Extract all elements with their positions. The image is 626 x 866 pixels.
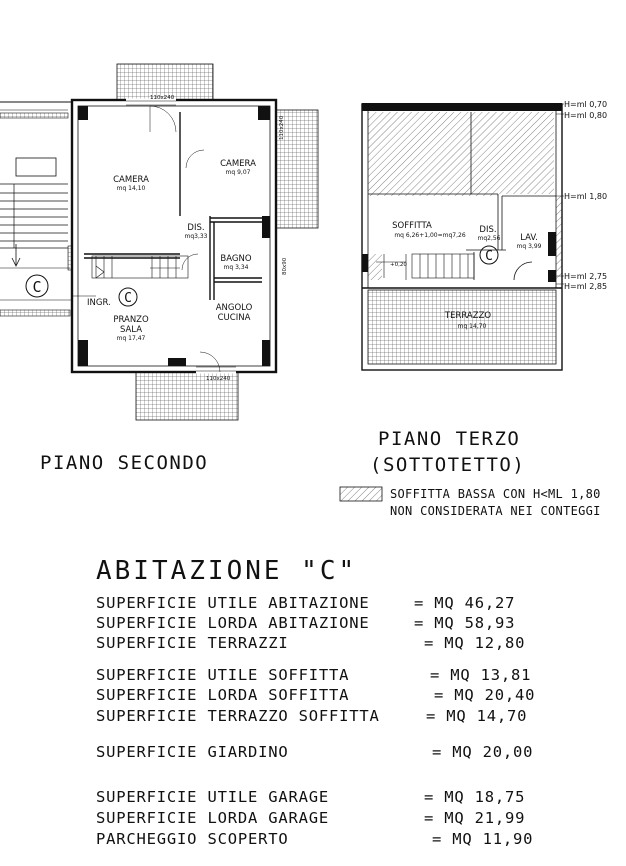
unit-marker-circle: [118, 287, 138, 307]
unit-marker-label: C: [485, 249, 493, 264]
room-name: INGR.: [87, 298, 111, 308]
room-name: SOFFITTA: [392, 221, 432, 231]
room-name: ANGOLO: [216, 303, 253, 313]
level-note: +0,20: [390, 262, 407, 268]
summary-row-label: SUPERFICIE TERRAZZO SOFFITTA: [96, 707, 380, 725]
summary-row-value: = MQ 13,81: [430, 666, 532, 684]
summary-row-value: = MQ 21,99: [424, 809, 526, 827]
room-area: mq 14,10: [117, 185, 146, 192]
room-name: CAMERA: [220, 159, 256, 169]
height-label: H=ml 0,80: [564, 111, 607, 120]
terrace: [367, 289, 557, 365]
summary-row-value: = MQ 12,80: [424, 634, 526, 652]
unit-marker-circle: [479, 245, 499, 265]
room-name: PRANZO: [113, 315, 149, 325]
height-label: H=ml 2,75: [564, 272, 607, 281]
summary-row-label: SUPERFICIE LORDA SOFFITTA: [96, 686, 350, 704]
unit-marker-label: C: [32, 278, 41, 296]
summary-row-value: = MQ 20,00: [432, 743, 534, 761]
balcony-right: [275, 109, 319, 229]
unit-marker-label: C: [124, 291, 132, 306]
window-dimension: 110x240: [150, 95, 175, 101]
window-dimension: 80x90: [282, 257, 288, 275]
plan-second-title: PIANO SECONDO: [40, 452, 209, 474]
plan-second-floor: C 110x240 110x240 110x240 80x90 CAMERA m…: [67, 63, 319, 421]
plan-third-subtitle: (SOTTOTETTO): [370, 454, 526, 476]
room-name: DIS.: [479, 225, 496, 235]
summary-row-value: = MQ 18,75: [424, 788, 526, 806]
room-name: LAV.: [520, 233, 538, 243]
summary-row-label: SUPERFICIE GIARDINO: [96, 743, 289, 761]
room-area: mq 3,34: [224, 264, 249, 271]
room-area: mq 9,07: [226, 169, 251, 176]
summary-row-value: = MQ 58,93: [414, 614, 516, 632]
room-name: TERRAZZO: [444, 311, 491, 321]
room-name: SALA: [120, 325, 142, 335]
room-name: BAGNO: [220, 254, 251, 264]
window-dimension: 110x240: [206, 376, 231, 382]
summary-title: ABITAZIONE "C": [96, 556, 358, 586]
room-name: DIS.: [187, 223, 204, 233]
plan-third-title: PIANO TERZO: [378, 428, 521, 450]
unit-marker-circle: [25, 274, 49, 298]
height-label: H=ml 1,80: [564, 192, 607, 201]
height-label: H=ml 0,70: [564, 100, 607, 109]
room-name: CUCINA: [218, 313, 251, 323]
summary-row-label: PARCHEGGIO SCOPERTO: [96, 830, 289, 848]
summary-row-label: SUPERFICIE UTILE SOFFITTA: [96, 666, 350, 684]
room-area: mq 6,26+1,00=mq7,26: [394, 232, 466, 239]
room-area: mq 14,70: [458, 323, 487, 330]
summary-row-label: SUPERFICIE LORDA ABITAZIONE: [96, 614, 370, 632]
summary-row-value: = MQ 20,40: [434, 686, 536, 704]
room-area: mq2,56: [477, 235, 500, 242]
room-area: mq 17,47: [117, 335, 146, 342]
summary-row-value: = MQ 11,90: [432, 830, 534, 848]
window-dimension: 110x240: [279, 115, 285, 140]
room-name: CAMERA: [113, 175, 149, 185]
legend-line-1: SOFFITTA BASSA CON H<ML 1,80: [390, 487, 601, 501]
summary-row-label: SUPERFICIE LORDA GARAGE: [96, 809, 330, 827]
summary-row-label: SUPERFICIE TERRAZZI: [96, 634, 289, 652]
height-label: H=ml 2,85: [564, 282, 607, 291]
balcony-top: [116, 63, 214, 103]
neighbor-unit: C: [0, 101, 72, 317]
room-area: mq 3,99: [517, 243, 542, 250]
summary-row-label: SUPERFICIE UTILE ABITAZIONE: [96, 594, 370, 612]
legend-hatch-swatch: [339, 486, 383, 502]
summary-row-label: SUPERFICIE UTILE GARAGE: [96, 788, 330, 806]
legend-line-2: NON CONSIDERATA NEI CONTEGGI: [390, 504, 601, 518]
summary-row-value: = MQ 14,70: [426, 707, 528, 725]
plan-third-floor: C SOFFITTA mq 6,26+1,00=mq7,26 DIS. mq2,…: [361, 100, 607, 371]
room-area: mq3,33: [184, 233, 207, 240]
summary-row-value: = MQ 46,27: [414, 594, 516, 612]
